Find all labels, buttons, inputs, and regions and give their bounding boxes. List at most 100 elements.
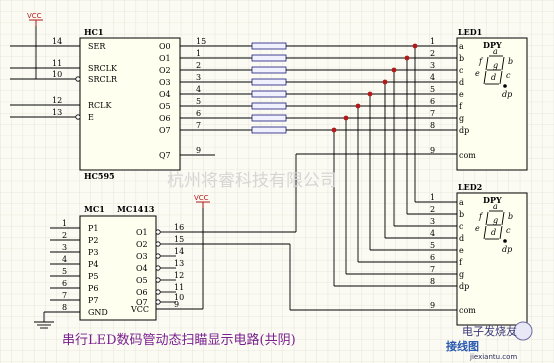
hc595-body xyxy=(79,37,181,171)
hc595-pin-number: 3 xyxy=(196,73,201,82)
mc1413-pin-label: O1 xyxy=(136,228,148,237)
hc595-pin-label: SER xyxy=(88,42,106,51)
digit-segment-label: a xyxy=(493,202,498,211)
led1-pin-label: e xyxy=(459,90,464,99)
junction-dot xyxy=(404,55,410,61)
inversion-bubble xyxy=(155,299,161,305)
digit-segment-label: dp xyxy=(502,245,512,254)
junction-dot xyxy=(391,67,397,73)
mc1413-pin-label: P7 xyxy=(88,296,98,305)
hc595-pin-number: 14 xyxy=(52,37,62,46)
hc595-pin-label: O7 xyxy=(159,126,171,135)
resistor xyxy=(251,78,287,86)
hc595-pin-number: 1 xyxy=(196,49,201,58)
led2-pin-label: a xyxy=(459,198,464,207)
mc1413-pin-number: 10 xyxy=(174,293,184,302)
logo-url: jiexiantu.com xyxy=(469,353,517,361)
mc1413-pin-number: 16 xyxy=(174,223,184,232)
digit-segment xyxy=(483,225,487,240)
mc1413-pin-number: 15 xyxy=(174,235,184,244)
logo-line2: 接线图 xyxy=(446,339,479,353)
digit-segment-label: g xyxy=(493,216,498,225)
hc595-pin-label: O2 xyxy=(159,66,171,75)
decimal-point xyxy=(503,239,507,243)
resistor xyxy=(251,42,287,50)
hc595-pin-label: E xyxy=(88,113,94,122)
mc1413-part: MC1413 xyxy=(117,204,155,214)
hc595-pin-number: 6 xyxy=(196,109,201,118)
led1-type: DPY xyxy=(483,40,502,50)
mc1413-pin-label: P6 xyxy=(88,284,98,293)
mc1413-pin-number: 1 xyxy=(62,219,67,228)
digit-segment xyxy=(501,211,505,226)
led1-body xyxy=(456,37,528,171)
resistor xyxy=(251,90,287,98)
resistor xyxy=(251,54,287,62)
site-logo: 电子发烧友 接线图 jiexiantu.com xyxy=(446,321,533,361)
led2-pin-label: c xyxy=(459,222,464,231)
led1-pin-label: dp xyxy=(459,126,469,135)
mc1413-pin-label: O2 xyxy=(136,240,148,249)
led2-pin-label: b xyxy=(459,210,464,219)
digit-segment xyxy=(501,56,505,71)
digit-segment-label: d xyxy=(491,228,496,237)
led1-pin-number: 7 xyxy=(430,109,435,118)
mc1413-pin-label: O5 xyxy=(136,276,148,285)
logo-line1: 电子发烧友 xyxy=(462,324,517,338)
digit-segment-label: b xyxy=(508,57,513,66)
vcc-label-mc1413: VCC xyxy=(194,194,209,202)
led2-pin-number: 7 xyxy=(430,265,435,274)
mc1413-pin-label: O7 xyxy=(136,298,148,307)
led2-pin-number: 6 xyxy=(430,253,435,262)
hc595-pin-number: 10 xyxy=(52,70,62,79)
mc1413-pin-number: 4 xyxy=(62,255,67,264)
mc1413-designator: MC1 xyxy=(84,204,105,214)
digit-segment-label: a xyxy=(493,47,498,56)
hc595-part: HC595 xyxy=(84,171,115,181)
mc1413-pin-label: P4 xyxy=(88,260,98,269)
led1-pin-label: a xyxy=(459,42,464,51)
mc1413-pin-label: P3 xyxy=(88,248,98,257)
hc595-pin-number: 12 xyxy=(52,96,62,105)
resistor xyxy=(251,114,287,122)
led2-pin-number: 3 xyxy=(430,217,435,226)
mc1413-pin-label: O4 xyxy=(136,264,148,273)
mc1413-pin-label: VCC xyxy=(130,305,149,314)
hc595-pin-number: 4 xyxy=(196,85,201,94)
junction-dot xyxy=(382,79,388,85)
hc595-pin-number: 5 xyxy=(196,97,201,106)
led1-pin-number: 6 xyxy=(430,97,435,106)
mc1413-pin-label: O6 xyxy=(136,288,148,297)
digit-segment xyxy=(499,70,503,85)
segment-bus-wires xyxy=(286,43,457,287)
hc595-pin-number: 2 xyxy=(196,61,201,70)
diagram-caption: 串行LED数码管动态扫瞄显示电路(共阴) xyxy=(62,332,296,348)
resistor xyxy=(251,102,287,110)
hc595-designator: HC1 xyxy=(84,27,104,37)
watermark-text: 杭州将睿科技有限公司 xyxy=(167,171,337,191)
mc1413-pin-label: O3 xyxy=(136,252,148,261)
hc595-pin-label: Q7 xyxy=(159,151,171,160)
inversion-bubble xyxy=(155,265,161,271)
hc595-pin-label: RCLK xyxy=(88,101,112,110)
led1-pin-label: f xyxy=(459,102,463,111)
mc1413-pin-label: P1 xyxy=(88,224,98,233)
mc1413-pin-number: 12 xyxy=(174,271,184,280)
led2-type: DPY xyxy=(483,195,502,205)
mc1413-pin-number: 7 xyxy=(62,291,67,300)
digit-segment-label: e xyxy=(475,69,480,78)
digit-segment-label: f xyxy=(478,57,484,66)
mc1413-pin-label: P5 xyxy=(88,272,98,281)
mc1413-pin-number: 9 xyxy=(174,300,179,309)
mc1413-pin-label: P2 xyxy=(88,236,98,245)
led1-pin-label: com xyxy=(459,151,476,160)
junction-dot xyxy=(343,115,349,121)
